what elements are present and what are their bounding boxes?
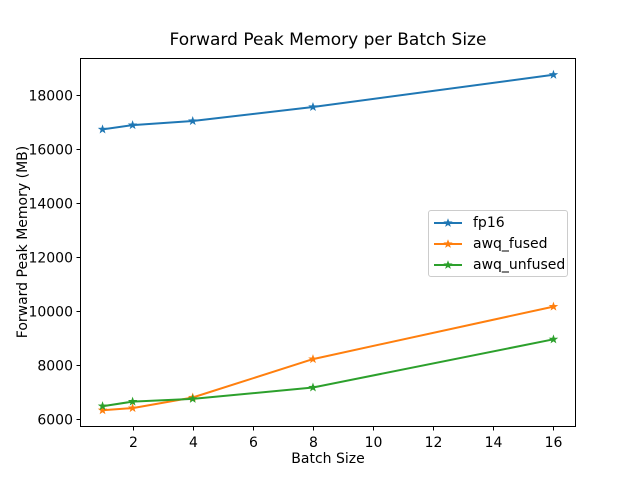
legend: fp16 awq_fused awq_unfused bbox=[428, 210, 568, 277]
legend-item-fp16: fp16 bbox=[429, 212, 567, 233]
x-tick-label: 16 bbox=[545, 435, 563, 451]
data-point-marker bbox=[548, 69, 559, 79]
y-tick-label: 18000 bbox=[28, 89, 73, 105]
series-awq_fused bbox=[97, 301, 559, 415]
data-point-marker bbox=[308, 382, 318, 392]
x-tick-label: 10 bbox=[365, 435, 383, 451]
x-tick-label: 6 bbox=[249, 435, 258, 451]
y-tick-label: 6000 bbox=[37, 413, 73, 429]
series-line-awq_unfused bbox=[101, 338, 555, 408]
y-axis-ticks: 6000 8000 10000 12000 14000 16000 18000 bbox=[28, 89, 80, 429]
data-point-marker bbox=[127, 396, 138, 406]
data-point-marker bbox=[308, 101, 318, 112]
data-point-marker bbox=[187, 116, 198, 126]
legend-label: fp16 bbox=[473, 214, 505, 231]
chart-title: Forward Peak Memory per Batch Size bbox=[169, 30, 487, 50]
data-point-marker bbox=[97, 124, 108, 134]
data-point-marker bbox=[548, 334, 559, 344]
series-line-fp16 bbox=[101, 73, 555, 131]
x-axis-label: Batch Size bbox=[291, 451, 365, 467]
data-point-marker bbox=[308, 354, 318, 364]
y-tick-label: 10000 bbox=[28, 305, 73, 321]
x-tick-label: 12 bbox=[425, 435, 443, 451]
y-tick-label: 12000 bbox=[28, 251, 73, 267]
series-fp16 bbox=[97, 69, 559, 134]
y-tick-label: 14000 bbox=[28, 197, 73, 213]
legend-item-awq-unfused: awq_unfused bbox=[429, 254, 567, 275]
line-star-sample-icon bbox=[434, 217, 462, 227]
data-point-marker bbox=[548, 301, 559, 311]
y-axis-label: Forward Peak Memory (MB) bbox=[15, 145, 31, 339]
legend-label: awq_unfused bbox=[473, 256, 566, 273]
line-star-sample-icon bbox=[434, 238, 462, 248]
plot-frame bbox=[80, 58, 576, 427]
line-star-sample-icon bbox=[434, 259, 462, 269]
legend-item-awq-fused: awq_fused bbox=[429, 233, 567, 254]
y-tick-label: 16000 bbox=[28, 143, 73, 159]
y-tick-label: 8000 bbox=[37, 359, 73, 375]
data-point-marker bbox=[187, 393, 198, 403]
data-point-marker bbox=[127, 403, 138, 413]
x-tick-label: 8 bbox=[309, 435, 318, 451]
series-awq_unfused bbox=[97, 334, 559, 411]
x-axis-ticks: 2 4 6 8 10 12 14 16 bbox=[129, 427, 562, 451]
data-point-marker bbox=[127, 120, 138, 130]
data-point-marker bbox=[97, 401, 108, 411]
x-tick-label: 14 bbox=[485, 435, 503, 451]
legend-label: awq_fused bbox=[473, 235, 548, 252]
series-line-awq_fused bbox=[101, 305, 555, 412]
x-tick-label: 2 bbox=[129, 435, 138, 451]
data-point-marker bbox=[97, 405, 108, 415]
x-tick-label: 4 bbox=[189, 435, 198, 451]
